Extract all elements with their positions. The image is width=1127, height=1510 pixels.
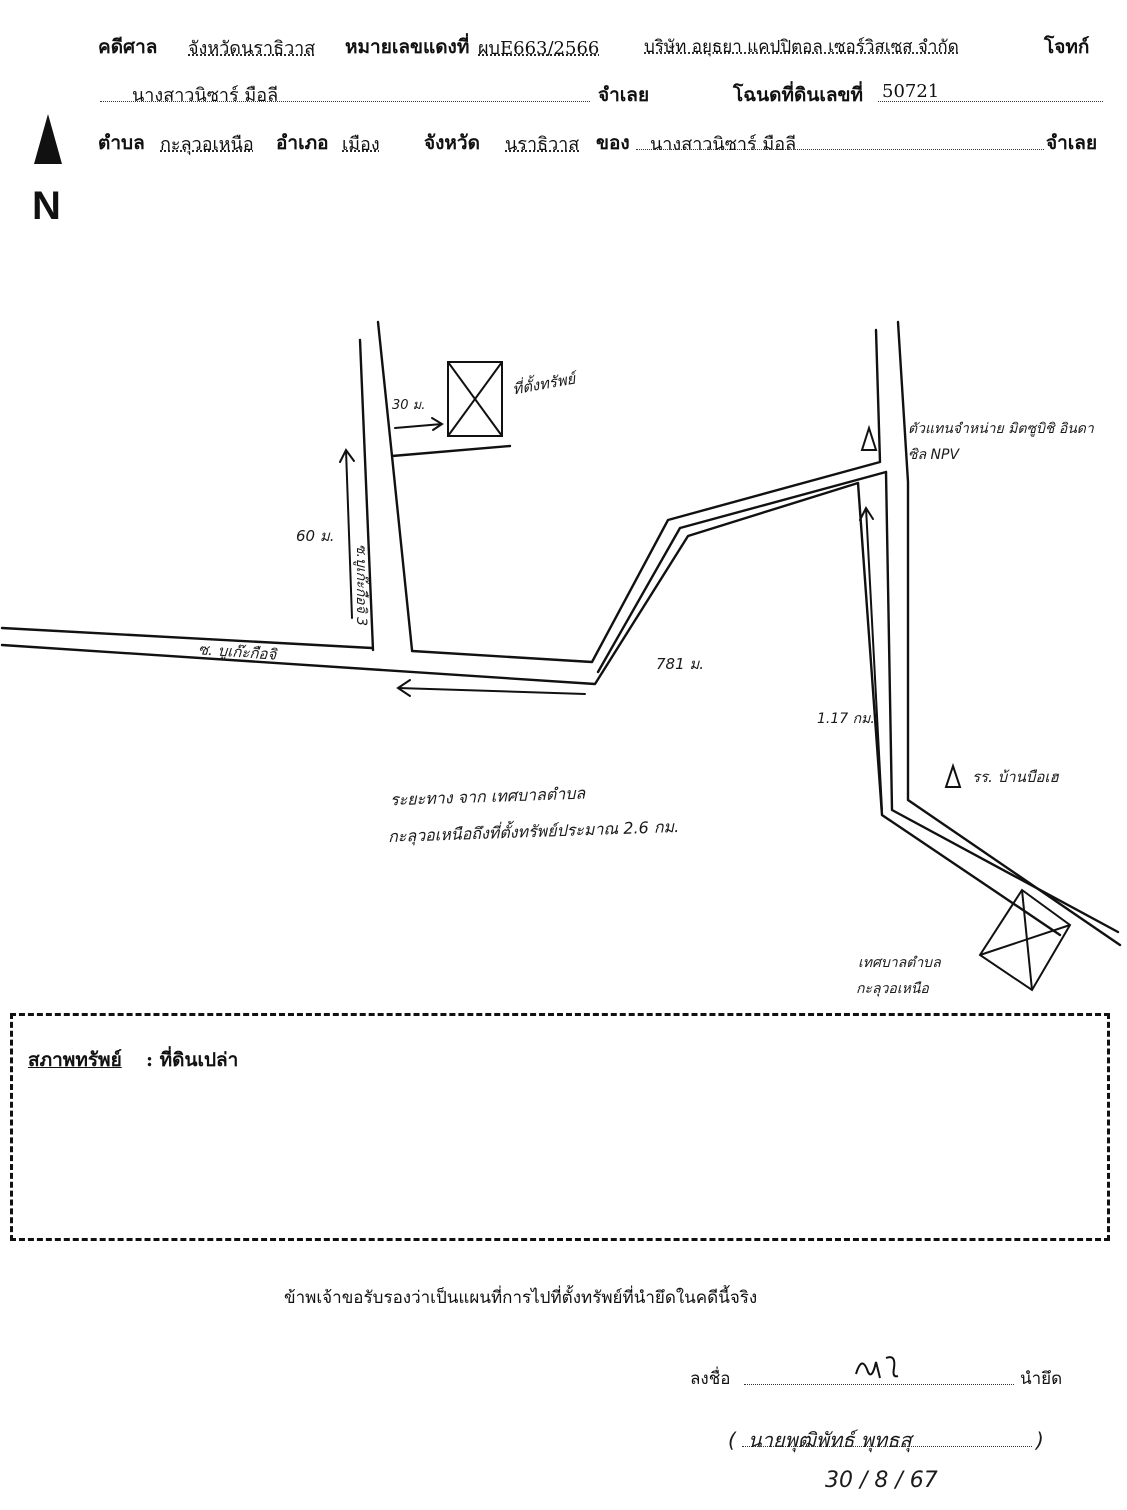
district-label: อำเภอ <box>276 132 329 154</box>
main-road-lower-edge <box>0 481 860 686</box>
side-road-right-edge <box>376 320 512 652</box>
plaintiff-label: โจทก์ <box>1044 36 1090 58</box>
condition-value: : ที่ดินเปล่า <box>146 1049 239 1071</box>
north-arrow-icon <box>34 114 62 164</box>
deed-value: 50721 <box>882 81 940 102</box>
province-value: นราธิวาส <box>505 134 580 155</box>
deed-dotted-line <box>878 101 1103 102</box>
office-box <box>978 888 1072 992</box>
condition-box <box>10 1013 1110 1241</box>
arrow-30m <box>394 417 444 431</box>
subdistrict-label: ตำบล <box>98 132 145 154</box>
owner-role: จำเลย <box>1046 132 1098 154</box>
signer-open-paren: ( <box>728 1428 736 1452</box>
district-value: เมือง <box>342 134 380 155</box>
landmark-triangle-icon <box>944 762 962 788</box>
right-road-left-edge <box>856 481 1062 937</box>
office-label-line2: กะลุวอเหนือ <box>856 981 929 997</box>
right-road-inner-edge <box>884 470 1120 934</box>
location-map <box>0 320 1122 992</box>
case-value: ผบE663/2566 <box>478 38 600 59</box>
court-label: คดีศาล <box>98 36 158 58</box>
signature-line <box>744 1384 1014 1385</box>
landmark-triangle-icon <box>860 424 878 451</box>
signer-name-line <box>742 1446 1032 1447</box>
right-road-right-edge <box>896 320 1122 947</box>
landmark-top-label: ตัวแทนจำหน่าย มิตซูบิชิ อินดาซิล NPV <box>908 421 1094 463</box>
signer-close-paren: ) <box>1036 1428 1044 1452</box>
sign-date: 30 / 8 / 67 <box>825 1468 938 1493</box>
deed-label: โฉนดที่ดินเลขที่ <box>733 84 863 106</box>
arrow-60m <box>339 448 355 619</box>
court-value: จังหวัดนราธิวาส <box>188 38 316 59</box>
owner-label: ของ <box>596 132 630 154</box>
owner-dotted-line <box>636 149 1044 150</box>
landmark-school-label: รร. บ้านบือเฮ <box>972 768 1059 786</box>
main-road-inner-edge <box>596 470 888 674</box>
defendant-label: จำเลย <box>598 84 650 106</box>
defendant-dotted-line <box>100 101 590 102</box>
case-label: หมายเลขแดงที่ <box>345 36 470 58</box>
main-road-upper-edge <box>0 328 882 664</box>
sign-role: นำยึด <box>1020 1369 1063 1389</box>
north-label: N <box>32 184 61 228</box>
signature-mark <box>855 1356 899 1379</box>
property-box <box>447 361 503 437</box>
sign-label: ลงชื่อ <box>690 1369 731 1389</box>
distance-117km-label: 1.17 กม. <box>817 711 875 727</box>
defendant-value: นางสาวนิซาร์ มือลี <box>132 85 279 106</box>
arrow-781m <box>396 679 586 697</box>
office-label-line1: เทศบาลตำบล <box>858 955 941 971</box>
certification-text: ข้าพเจ้าขอรับรองว่าเป็นแผนที่การไปที่ตั้… <box>284 1288 758 1308</box>
subdistrict-value: กะลุวอเหนือ <box>160 134 254 155</box>
signer-name: นายพุฒิพัทธ์ พุทธสุ <box>748 1428 912 1452</box>
side-road-left-edge <box>358 338 375 652</box>
side-soi-label: ซ.บูเก๊ะกือจิ 3 <box>353 543 370 627</box>
condition-label: สภาพทรัพย์ <box>28 1049 122 1071</box>
distance-60m-label: 60 ม. <box>296 527 335 545</box>
distance-781m-label: 781 ม. <box>656 655 705 673</box>
distance-30m-label: 30 ม. <box>392 398 426 413</box>
plaintiff-value: บริษัท อยุธยา แคปปิตอล เซอร์วิสเซส จำกัด <box>644 37 959 57</box>
province-label: จังหวัด <box>424 132 480 154</box>
arrow-117km <box>859 505 883 811</box>
